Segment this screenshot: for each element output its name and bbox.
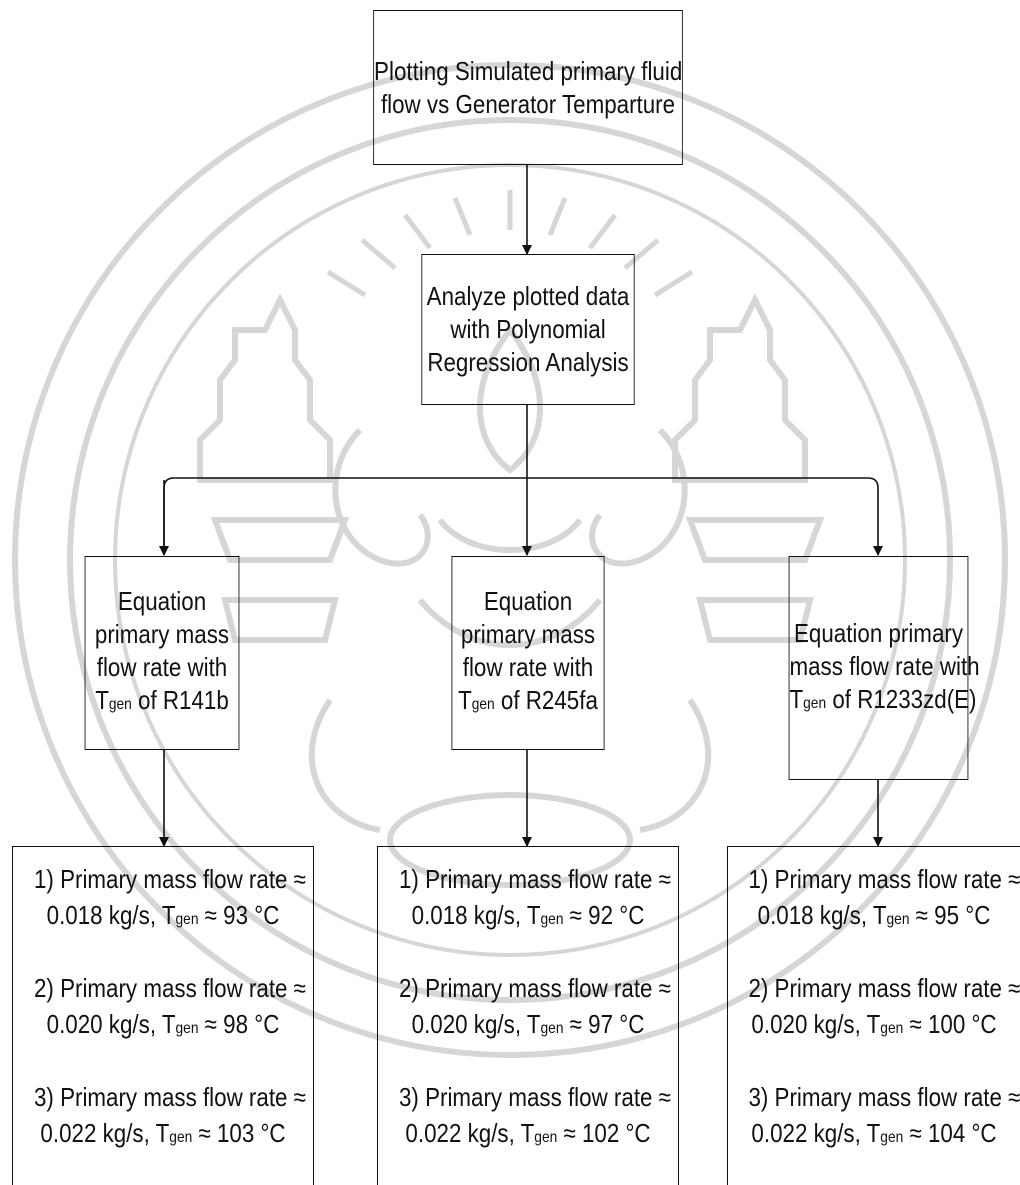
result-label: 2) Primary mass flow rate ≈	[399, 973, 671, 1003]
gen-subscript: gen	[471, 696, 495, 713]
result-value: 0.018 kg/s, Tgen ≈ 95 °C	[757, 900, 991, 930]
equation-box-r245fa: Equation primary mass flow rate with Tge…	[451, 556, 605, 750]
result-label: 3) Primary mass flow rate ≈	[399, 1082, 671, 1112]
result-value: 0.020 kg/s, Tgen ≈ 100 °C	[751, 1009, 997, 1039]
gen-subscript: gen	[108, 696, 132, 713]
t-symbol: T	[95, 685, 109, 715]
equation-line2: mass flow rate with	[789, 650, 980, 681]
result-item: 3) Primary mass flow rate ≈ 0.022 kg/s, …	[13, 1079, 313, 1156]
equation-line1: Equation	[483, 586, 573, 616]
result-item: 2) Primary mass flow rate ≈ 0.020 kg/s, …	[13, 970, 313, 1047]
result-label: 3) Primary mass flow rate ≈	[34, 1082, 306, 1112]
result-item: 3) Primary mass flow rate ≈ 0.022 kg/s, …	[378, 1079, 678, 1156]
equation-line3: flow rate with	[96, 652, 228, 682]
t-symbol: T	[458, 685, 472, 715]
equation-line1: Equation primary	[793, 617, 964, 648]
result-item: 1) Primary mass flow rate ≈ 0.018 kg/s, …	[728, 861, 1020, 938]
equation-tgen-line: Tgen of R1233zd(E)	[789, 683, 976, 720]
results-box-r245fa: 1) Primary mass flow rate ≈ 0.018 kg/s, …	[377, 846, 679, 1185]
result-label: 2) Primary mass flow rate ≈	[34, 973, 306, 1003]
gen-subscript: gen	[803, 694, 827, 712]
result-label: 2) Primary mass flow rate ≈	[748, 973, 1020, 1003]
branch-bar	[163, 477, 883, 556]
results-box-r141b: 1) Primary mass flow rate ≈ 0.018 kg/s, …	[12, 846, 314, 1185]
plotting-line1: Plotting Simulated primary fluid	[374, 55, 683, 86]
analysis-line1: Analyze plotted data	[426, 281, 630, 311]
result-item: 1) Primary mass flow rate ≈ 0.018 kg/s, …	[13, 861, 313, 938]
result-label: 1) Primary mass flow rate ≈	[748, 864, 1020, 894]
refrigerant-label: of R141b	[131, 685, 229, 715]
equation-line3: flow rate with	[462, 652, 594, 682]
equation-line1: Equation	[117, 586, 207, 616]
equation-tgen-line: Tgen of R245fa	[452, 684, 603, 721]
equation-line2: primary mass	[94, 619, 230, 649]
result-value: 0.018 kg/s, Tgen ≈ 93 °C	[46, 900, 280, 930]
analysis-box: Analyze plotted data with Polynomial Reg…	[421, 254, 635, 405]
t-symbol: T	[789, 683, 804, 714]
result-value: 0.022 kg/s, Tgen ≈ 103 °C	[40, 1118, 286, 1148]
equation-tgen-line: Tgen of R141b	[85, 684, 238, 721]
result-value: 0.022 kg/s, Tgen ≈ 102 °C	[405, 1118, 651, 1148]
result-item: 3) Primary mass flow rate ≈ 0.022 kg/s, …	[728, 1079, 1020, 1156]
result-item: 2) Primary mass flow rate ≈ 0.020 kg/s, …	[378, 970, 678, 1047]
equation-box-r1233zd: Equation primary mass flow rate with Tge…	[788, 556, 980, 780]
refrigerant-label: of R245fa	[494, 685, 598, 715]
result-label: 1) Primary mass flow rate ≈	[34, 864, 306, 894]
result-label: 3) Primary mass flow rate ≈	[748, 1082, 1020, 1112]
result-item: 2) Primary mass flow rate ≈ 0.020 kg/s, …	[728, 970, 1020, 1047]
equation-box-r141b: Equation primary mass flow rate with Tge…	[84, 556, 240, 750]
result-item: 1) Primary mass flow rate ≈ 0.018 kg/s, …	[378, 861, 678, 938]
analysis-line3: Regression Analysis	[427, 347, 629, 377]
result-label: 1) Primary mass flow rate ≈	[399, 864, 671, 894]
result-value: 0.020 kg/s, Tgen ≈ 98 °C	[46, 1009, 280, 1039]
refrigerant-label: of R1233zd(E)	[826, 683, 977, 714]
equation-line2: primary mass	[460, 619, 596, 649]
plotting-line2: flow vs Generator Temparture	[380, 88, 676, 119]
analysis-line2: with Polynomial	[450, 314, 606, 344]
result-value: 0.018 kg/s, Tgen ≈ 92 °C	[411, 900, 645, 930]
result-value: 0.022 kg/s, Tgen ≈ 104 °C	[751, 1118, 997, 1148]
plotting-box: Plotting Simulated primary fluid flow vs…	[373, 10, 683, 165]
result-value: 0.020 kg/s, Tgen ≈ 97 °C	[411, 1009, 645, 1039]
results-box-r1233zd: 1) Primary mass flow rate ≈ 0.018 kg/s, …	[727, 846, 1020, 1185]
